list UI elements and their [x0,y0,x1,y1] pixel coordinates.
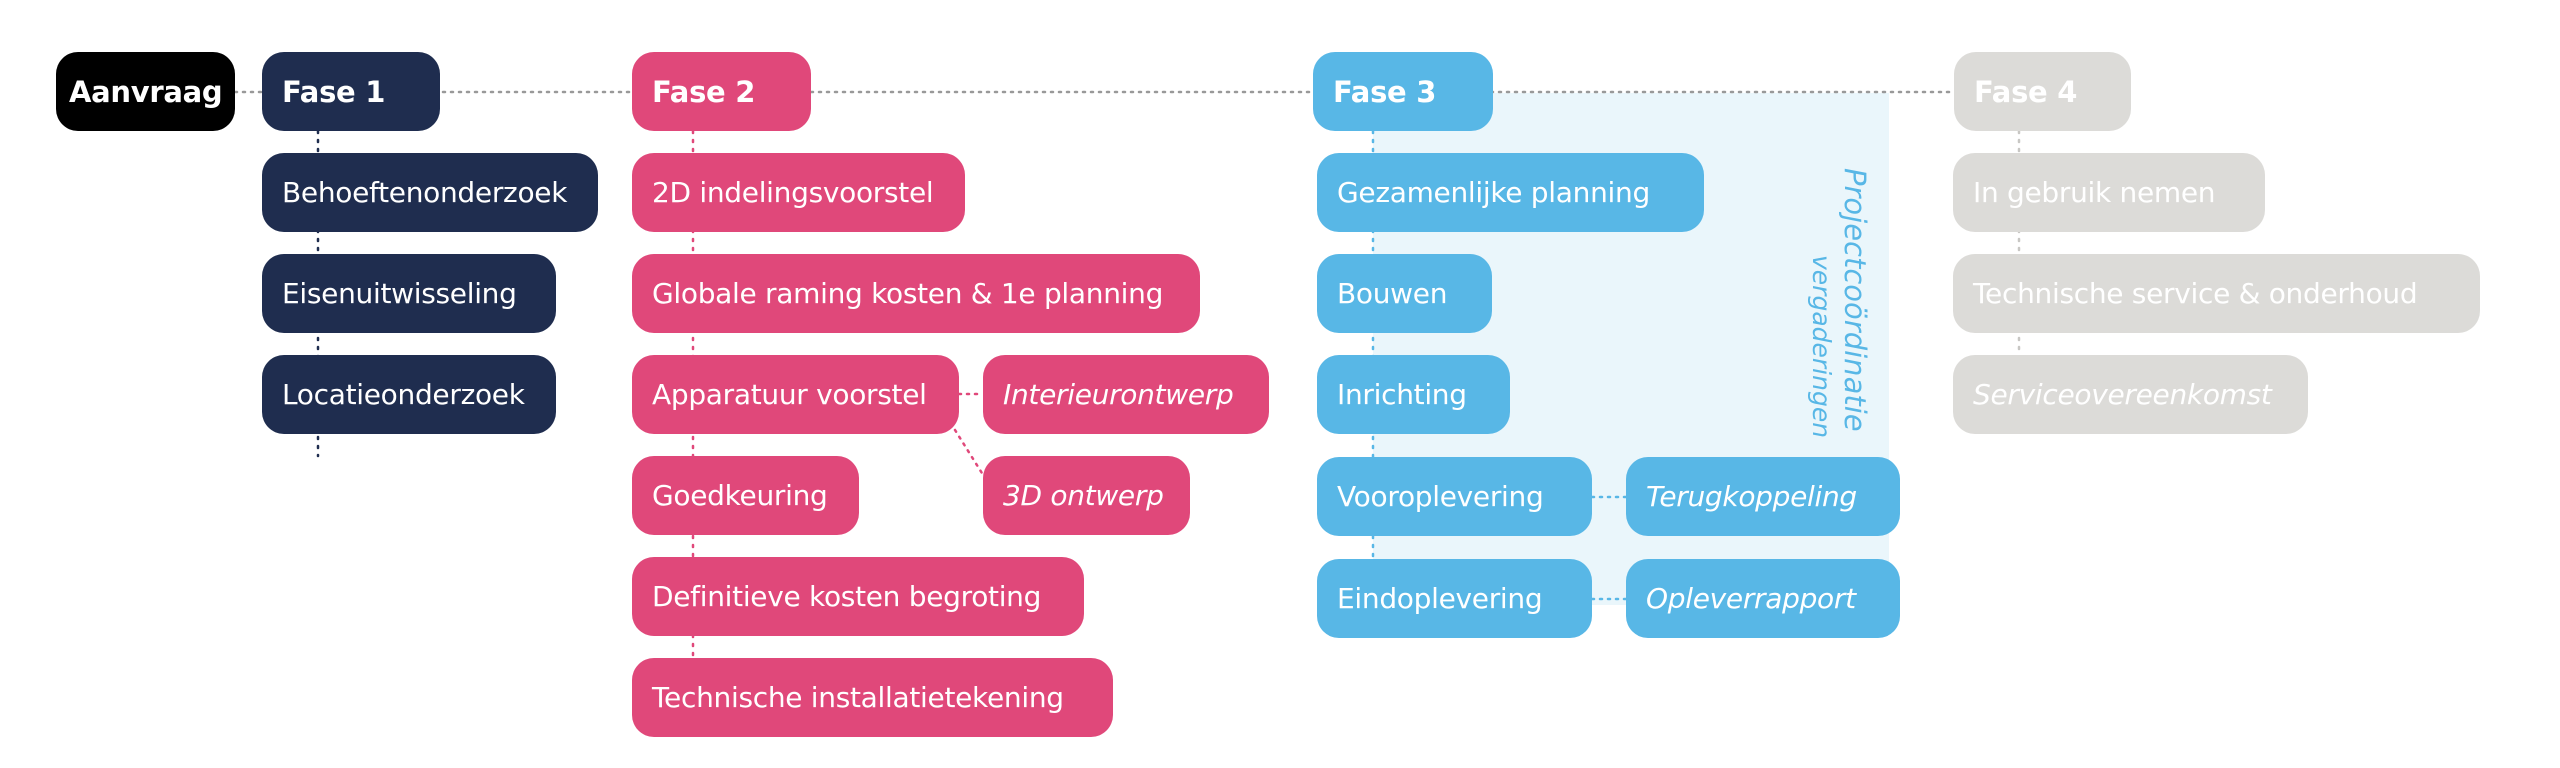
fase1-step: Locatieonderzoek [262,355,556,434]
aanvraag-node: Aanvraag [56,52,235,131]
fase1-step: Eisenuitwisseling [262,254,556,333]
fase3-side-step: Terugkoppeling [1626,457,1900,536]
fase3-side-step: Opleverrapport [1626,559,1900,638]
fase2-step: Globale raming kosten & 1e planning [632,254,1200,333]
fase2-label: Fase 2 [652,74,756,109]
fase3-header: Fase 3 [1313,52,1493,131]
step-label: Goedkeuring [652,479,828,512]
step-label: Eisenuitwisseling [282,277,517,310]
step-label: 2D indelingsvoorstel [652,176,934,209]
step-label: Technische service & onderhoud [1973,277,2418,310]
step-label: Globale raming kosten & 1e planning [652,277,1164,310]
fase3-label: Fase 3 [1333,74,1437,109]
step-label: Interieurontwerp [1003,378,1234,411]
step-label: Inrichting [1337,378,1467,411]
fase2-step: Apparatuur voorstel [632,355,959,434]
step-label: Technische installatietekening [652,681,1064,714]
fase3-step: Vooroplevering [1317,457,1592,536]
step-label: Serviceovereenkomst [1973,378,2272,411]
fase1-header: Fase 1 [262,52,440,131]
fase2-step: Technische installatietekening [632,658,1113,737]
fase2-step: Definitieve kosten begroting [632,557,1084,636]
step-label: In gebruik nemen [1973,176,2216,209]
step-label: Vooroplevering [1337,480,1544,513]
fase2-step: 2D indelingsvoorstel [632,153,965,232]
fase3-step: Gezamenlijke planning [1317,153,1704,232]
step-label: Behoeftenonderzoek [282,176,568,209]
step-label: Bouwen [1337,277,1448,310]
fase2-step: Goedkeuring [632,456,859,535]
fase3-step: Inrichting [1317,355,1510,434]
step-label: Gezamenlijke planning [1337,176,1650,209]
fase4-label: Fase 4 [1974,74,2078,109]
step-label: Definitieve kosten begroting [652,580,1042,613]
step-label: 3D ontwerp [1003,479,1164,512]
fase1-step: Behoeftenonderzoek [262,153,598,232]
step-label: Terugkoppeling [1646,480,1857,513]
aanvraag-label: Aanvraag [69,74,223,109]
step-label: Apparatuur voorstel [652,378,927,411]
fase2-side-connector-3d [953,428,987,480]
step-label: Locatieonderzoek [282,378,525,411]
fase4-step: Serviceovereenkomst [1953,355,2308,434]
step-label: Eindoplevering [1337,582,1543,615]
fase3-step: Eindoplevering [1317,559,1592,638]
step-label: Opleverrapport [1646,582,1856,615]
fase2-header: Fase 2 [632,52,811,131]
fase3-step: Bouwen [1317,254,1492,333]
fase2-side-step: 3D ontwerp [983,456,1190,535]
fase2-side-step: Interieurontwerp [983,355,1269,434]
fase4-header: Fase 4 [1954,52,2131,131]
fase4-step: Technische service & onderhoud [1953,254,2480,333]
fase1-label: Fase 1 [282,74,386,109]
fase4-step: In gebruik nemen [1953,153,2265,232]
